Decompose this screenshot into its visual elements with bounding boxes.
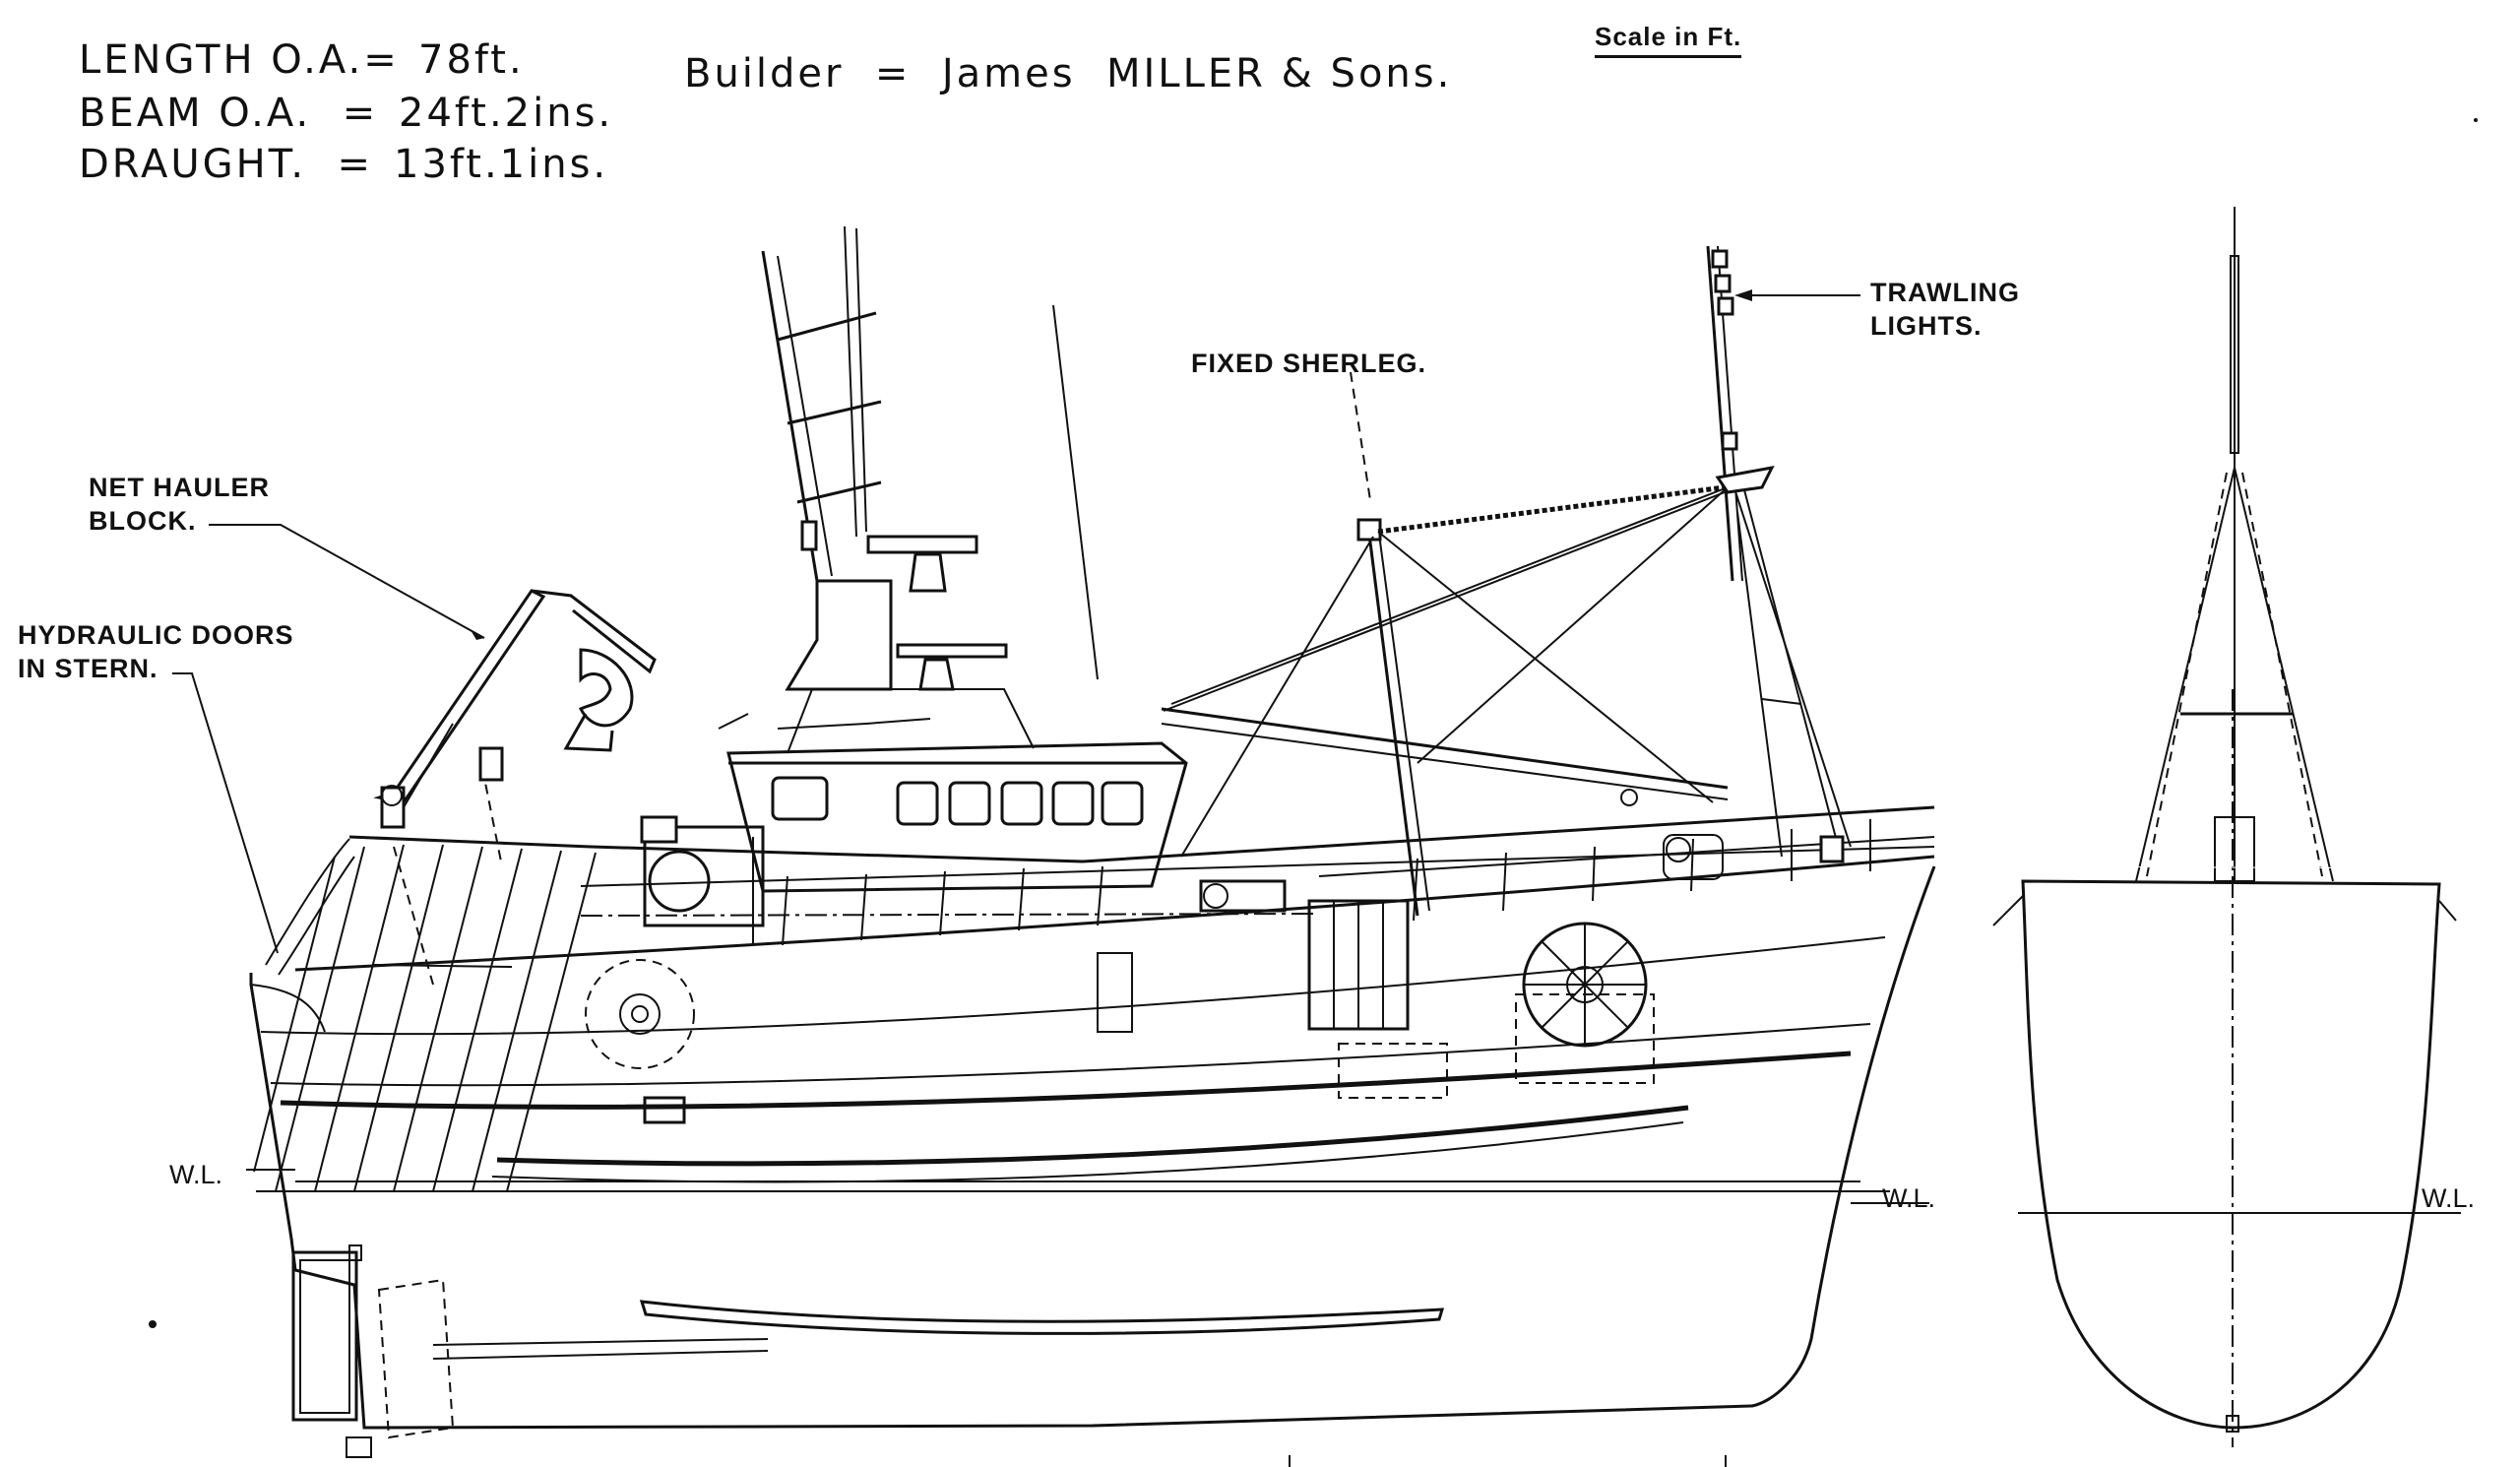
trawling-mast — [1706, 245, 1852, 863]
trawling-lights-line-2: LIGHTS. — [1870, 311, 1983, 341]
trawling-light-2 — [1714, 274, 1732, 293]
trawling-lights-line-1: TRAWLING — [1870, 278, 2020, 307]
bulwark-rail — [265, 805, 1935, 976]
builder-label: Builder = James MILLER & Sons. — [684, 51, 1453, 96]
net-hauler-line-2: BLOCK. — [89, 506, 197, 536]
radar-mast — [761, 225, 1099, 691]
hydraulic-doors-line-1: HYDRAULIC DOORS — [18, 620, 294, 650]
length-value: 78ft. — [418, 37, 525, 83]
scale-label: Scale in Ft. — [1595, 20, 1742, 58]
net-hauler-line-1: NET HAULER — [89, 473, 270, 502]
trawling-light-1 — [1711, 249, 1729, 269]
callout-leaders — [172, 289, 1860, 954]
draught-label: DRAUGHT. = — [79, 142, 374, 187]
hull-profile — [246, 855, 1936, 1430]
drawing-marks — [149, 118, 2478, 1467]
beam-label: BEAM O.A. = — [79, 91, 379, 136]
beam-value: 24ft.2ins. — [399, 91, 614, 136]
trawling-lights-label: TRAWLING LIGHTS. — [1870, 276, 2020, 343]
net-drums — [585, 922, 1655, 1124]
waterline-label-left: W.L. — [169, 1160, 223, 1189]
hydraulic-doors-label: HYDRAULIC DOORS IN STERN. — [18, 618, 294, 685]
wheelhouse — [718, 688, 1188, 893]
net-hauler-crane — [373, 589, 657, 986]
length-label: LENGTH O.A.= — [79, 37, 400, 83]
end-elevation — [1992, 207, 2461, 1447]
rudder-propeller — [291, 1244, 769, 1458]
draught-value: 13ft.1ins. — [394, 142, 609, 187]
trawling-light-3 — [1717, 296, 1734, 316]
waterline-label-center: W.L. — [1882, 1183, 1936, 1213]
fixed-sherleg-label: FIXED SHERLEG. — [1191, 349, 1427, 378]
stern-hatching — [253, 844, 597, 1192]
waterline-label-right: W.L. — [2422, 1183, 2476, 1213]
deck-winch — [640, 815, 1724, 1099]
fixed-sherleg — [1161, 484, 1729, 917]
hydraulic-doors-line-2: IN STERN. — [18, 654, 158, 683]
net-hauler-label: NET HAULER BLOCK. — [89, 471, 270, 538]
